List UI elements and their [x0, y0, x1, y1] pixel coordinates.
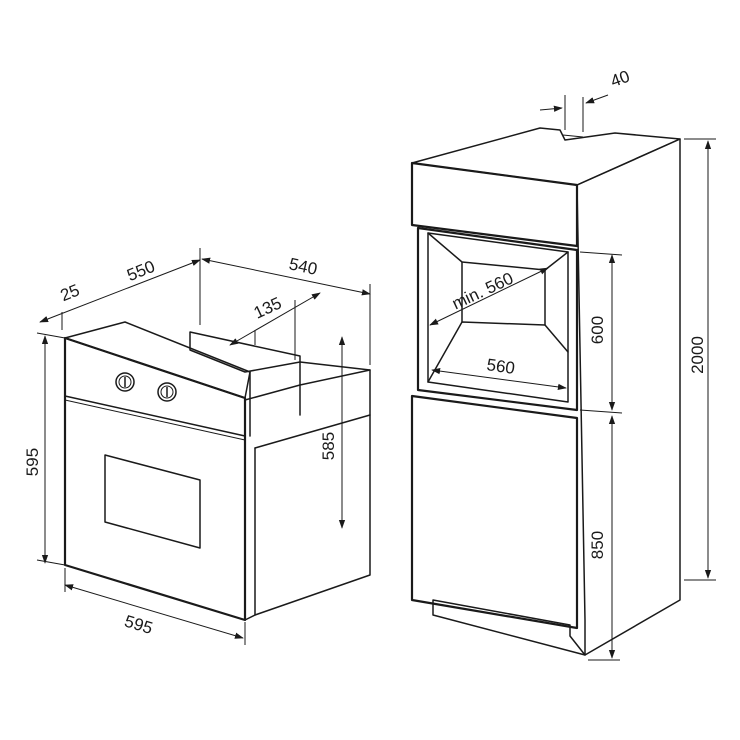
knob-right-icon — [157, 382, 177, 402]
oven-control-panel — [64, 337, 246, 437]
oven-front-panel — [63, 336, 247, 622]
cabinet-niche-opening — [427, 232, 569, 403]
cabinet-column — [410, 127, 681, 656]
dim-oven-width-line — [64, 568, 246, 645]
dim-oven-height-label: 595 — [23, 448, 42, 476]
cabinet-side-panel — [576, 138, 681, 656]
dim-cabinet-depth-label: 540 — [287, 254, 319, 278]
oven-window — [104, 454, 201, 549]
dim-niche-bottom-width-label: 560 — [485, 355, 516, 378]
dim-lower-height-label: 850 — [588, 531, 607, 559]
oven-top-frame — [64, 321, 251, 399]
dim-niche-width-line — [429, 267, 549, 326]
dim-column-height-label: 2000 — [688, 336, 707, 374]
dim-oven-width-label: 595 — [122, 612, 155, 638]
dim-cable-clearance-label: 135 — [251, 293, 285, 322]
dim-niche-bottom-width-line — [431, 367, 567, 391]
dim-lower-height-line — [588, 415, 620, 661]
knob-left-icon — [115, 372, 135, 392]
cabinet-niche-frame — [416, 226, 579, 412]
cabinet-lower-door — [410, 394, 579, 630]
dim-niche-height-label: 600 — [588, 316, 607, 344]
oven-top-housing — [189, 331, 301, 373]
dim-vent-gap-line — [539, 94, 609, 132]
dim-oven-depth-label: 550 — [124, 257, 157, 285]
oven-side-box — [244, 369, 371, 621]
dim-vent-gap-label: 40 — [608, 67, 632, 91]
dim-column-height-line — [684, 138, 716, 581]
cabinet-plinth — [432, 599, 586, 656]
dim-niche-height-line — [579, 251, 623, 414]
dim-cutout-height-label: 585 — [319, 432, 338, 460]
oven-body — [63, 321, 371, 622]
dim-oven-top-offset-label: 25 — [58, 281, 83, 306]
dim-cable-clearance-line — [229, 292, 321, 360]
dim-niche-width-min-label: min. 560 — [449, 269, 516, 314]
dim-cabinet-depth-line — [201, 257, 371, 365]
dim-oven-height-line — [36, 332, 66, 566]
dim-oven-depth-line — [39, 248, 201, 330]
